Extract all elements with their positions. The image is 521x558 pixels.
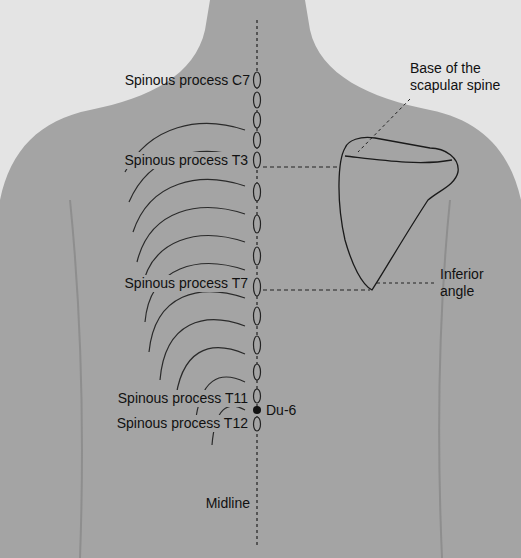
vertebra [254,336,261,354]
acupoint-dot [253,406,261,414]
scapular-spine [345,156,452,163]
vertebra [254,183,261,201]
anatomy-label: Inferior angle [440,266,510,300]
vertebra [254,389,261,403]
vertebra [254,72,261,88]
leader-line [358,99,410,152]
rib [137,208,245,262]
vertebra [254,112,261,128]
anatomy-label: Spinous process C7 [125,72,250,89]
anatomy-label: Base of the scapular spine [410,60,518,94]
acupoint-label: Du-6 [266,402,296,419]
vertebra [254,364,261,380]
anatomy-label: Spinous process T11 [116,390,250,407]
arm-shadow [439,200,450,558]
rib [133,180,245,232]
vertebra [254,307,261,325]
anatomy-label: Midline [206,495,250,512]
vertebra [254,92,261,108]
anatomy-label: Spinous process T3 [123,152,250,169]
anatomy-label: Spinous process T12 [115,415,250,432]
vertebra [254,132,261,148]
vertebra [254,152,261,168]
leader-line [376,283,434,284]
arm-shadow [70,200,82,558]
level-line-t7 [263,289,370,290]
spinous-processes [254,72,261,431]
level-line-t3 [263,166,338,167]
vertebra [254,215,261,233]
anatomy-label: Spinous process T7 [123,275,250,292]
vertebra [254,278,261,296]
vertebra [254,247,261,265]
vertebra [254,417,261,431]
